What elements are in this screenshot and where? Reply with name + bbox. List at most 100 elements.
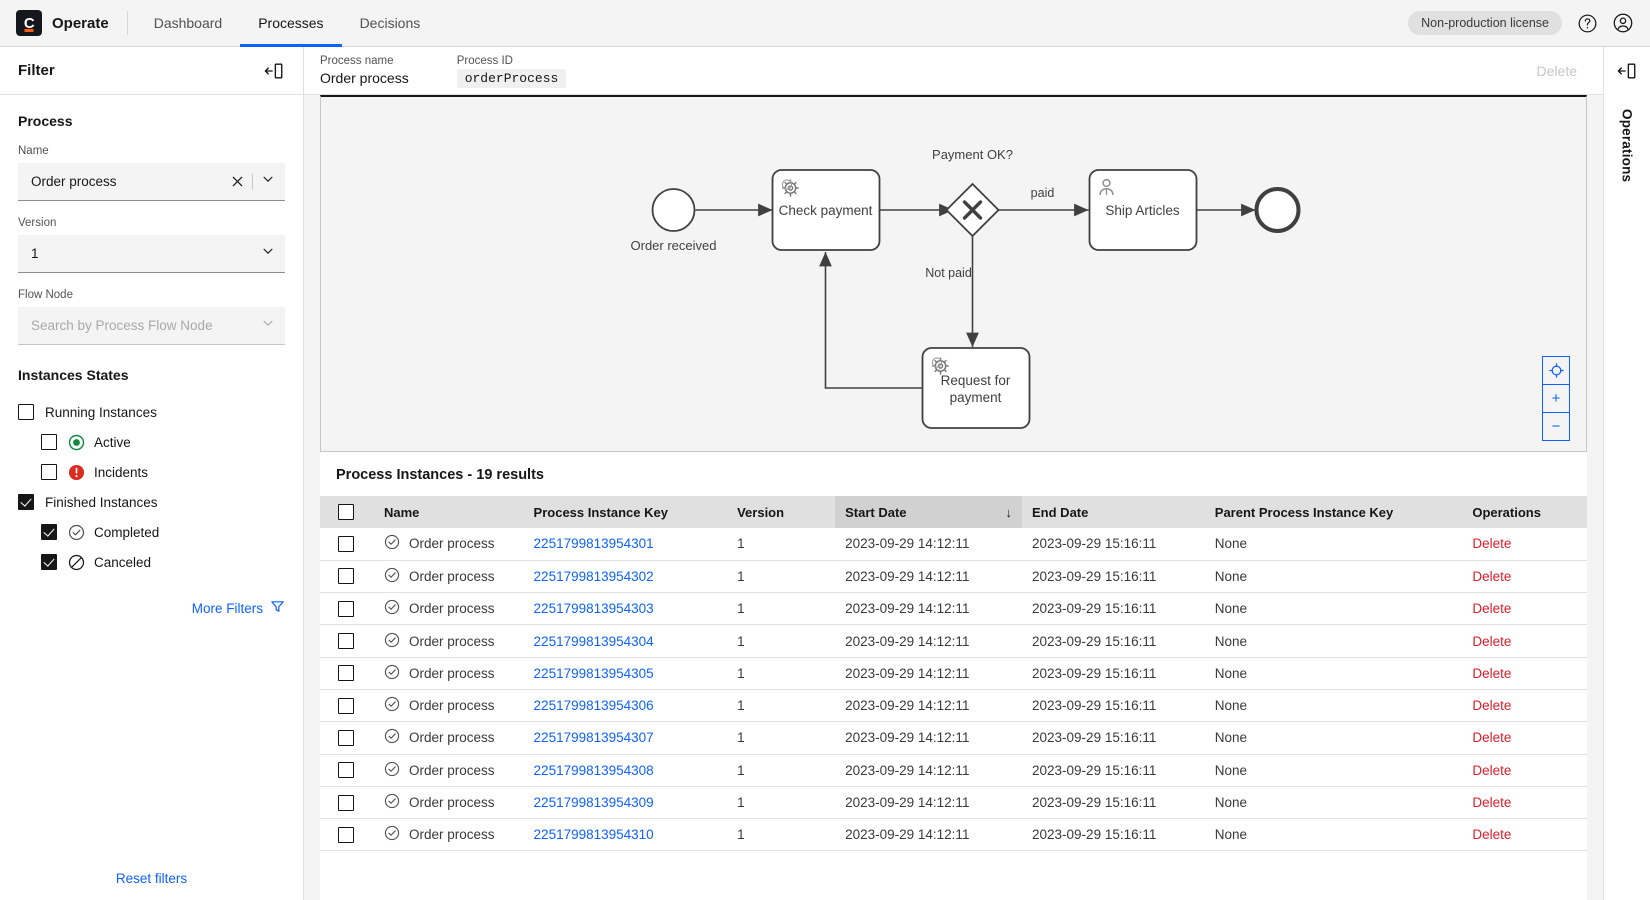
checkbox-incidents[interactable]	[41, 464, 57, 480]
header-start-date[interactable]: Start Date ↓	[835, 496, 1022, 528]
checkbox-row-select[interactable]	[338, 795, 354, 811]
checkbox-row-select[interactable]	[338, 762, 354, 778]
process-name-select[interactable]: Order process	[18, 163, 285, 201]
panel-collapse-icon[interactable]	[1616, 61, 1638, 81]
header-process-instance-key[interactable]: Process Instance Key	[524, 496, 728, 528]
table-row[interactable]: Order process225179981395430312023-09-29…	[320, 593, 1587, 625]
cell-operations[interactable]: Delete	[1462, 689, 1587, 721]
checkbox-row-select[interactable]	[338, 536, 354, 552]
cell-process-instance-key[interactable]: 2251799813954310	[524, 819, 728, 851]
row-select-cell[interactable]	[320, 625, 374, 657]
delete-instance-link[interactable]: Delete	[1472, 698, 1511, 713]
cell-process-instance-key[interactable]: 2251799813954305	[524, 657, 728, 689]
process-instance-key-link[interactable]: 2251799813954308	[534, 763, 654, 778]
cell-operations[interactable]: Delete	[1462, 819, 1587, 851]
header-parent-process-instance-key[interactable]: Parent Process Instance Key	[1205, 496, 1463, 528]
process-instance-key-link[interactable]: 2251799813954305	[534, 666, 654, 681]
row-select-cell[interactable]	[320, 560, 374, 592]
delete-instance-link[interactable]: Delete	[1472, 536, 1511, 551]
process-instance-key-link[interactable]: 2251799813954304	[534, 634, 654, 649]
chevron-down-icon[interactable]	[261, 244, 275, 263]
zoom-out-button[interactable]: −	[1542, 412, 1570, 441]
nav-item-decisions[interactable]: Decisions	[342, 0, 439, 47]
process-instance-key-link[interactable]: 2251799813954301	[534, 536, 654, 551]
checkbox-row-select[interactable]	[338, 827, 354, 843]
checkbox-running-instances[interactable]	[18, 404, 34, 420]
row-select-cell[interactable]	[320, 819, 374, 851]
cell-operations[interactable]: Delete	[1462, 560, 1587, 592]
delete-instance-link[interactable]: Delete	[1472, 827, 1511, 842]
cell-process-instance-key[interactable]: 2251799813954303	[524, 593, 728, 625]
table-row[interactable]: Order process225179981395430212023-09-29…	[320, 560, 1587, 592]
zoom-in-button[interactable]: +	[1542, 384, 1570, 413]
checkbox-canceled[interactable]	[41, 554, 57, 570]
brand[interactable]: C Operate	[16, 10, 127, 36]
cell-operations[interactable]: Delete	[1462, 593, 1587, 625]
table-row[interactable]: Order process225179981395430712023-09-29…	[320, 722, 1587, 754]
bpmn-task-request-for-payment[interactable]	[923, 348, 1030, 428]
help-icon[interactable]	[1576, 12, 1598, 34]
header-end-date[interactable]: End Date	[1022, 496, 1205, 528]
process-instance-key-link[interactable]: 2251799813954307	[534, 730, 654, 745]
checkbox-row-select[interactable]	[338, 665, 354, 681]
delete-instance-link[interactable]: Delete	[1472, 634, 1511, 649]
checkbox-row-select[interactable]	[338, 698, 354, 714]
cell-operations[interactable]: Delete	[1462, 754, 1587, 786]
bpmn-start-event[interactable]	[653, 189, 695, 231]
process-instance-key-link[interactable]: 2251799813954302	[534, 569, 654, 584]
checkbox-row-incidents[interactable]: Incidents	[18, 457, 285, 487]
bpmn-end-event[interactable]	[1257, 189, 1299, 231]
row-select-cell[interactable]	[320, 528, 374, 560]
row-select-cell[interactable]	[320, 593, 374, 625]
panel-collapse-icon[interactable]	[263, 61, 285, 81]
cell-process-instance-key[interactable]: 2251799813954302	[524, 560, 728, 592]
delete-instance-link[interactable]: Delete	[1472, 666, 1511, 681]
process-instance-key-link[interactable]: 2251799813954303	[534, 601, 654, 616]
more-filters-button[interactable]: More Filters	[18, 599, 285, 617]
table-row[interactable]: Order process225179981395430412023-09-29…	[320, 625, 1587, 657]
checkbox-finished-instances[interactable]	[18, 494, 34, 510]
nav-item-processes[interactable]: Processes	[240, 0, 341, 47]
checkbox-row-running-instances[interactable]: Running Instances	[18, 397, 285, 427]
clear-icon[interactable]	[231, 175, 244, 188]
checkbox-row-select[interactable]	[338, 730, 354, 746]
checkbox-row-select[interactable]	[338, 601, 354, 617]
checkbox-row-finished-instances[interactable]: Finished Instances	[18, 487, 285, 517]
process-instance-key-link[interactable]: 2251799813954309	[534, 795, 654, 810]
user-avatar-icon[interactable]	[1612, 12, 1634, 34]
cell-process-instance-key[interactable]: 2251799813954309	[524, 786, 728, 818]
cell-operations[interactable]: Delete	[1462, 528, 1587, 560]
reset-zoom-button[interactable]	[1542, 356, 1570, 385]
cell-process-instance-key[interactable]: 2251799813954304	[524, 625, 728, 657]
process-instance-key-link[interactable]: 2251799813954310	[534, 827, 654, 842]
row-select-cell[interactable]	[320, 786, 374, 818]
checkbox-row-active[interactable]: Active	[18, 427, 285, 457]
checkbox-row-select[interactable]	[338, 568, 354, 584]
row-select-cell[interactable]	[320, 689, 374, 721]
table-row[interactable]: Order process225179981395430512023-09-29…	[320, 657, 1587, 689]
header-name[interactable]: Name	[374, 496, 524, 528]
table-row[interactable]: Order process225179981395430112023-09-29…	[320, 528, 1587, 560]
cell-process-instance-key[interactable]: 2251799813954308	[524, 754, 728, 786]
header-select-all[interactable]	[320, 496, 374, 528]
table-row[interactable]: Order process225179981395431012023-09-29…	[320, 819, 1587, 851]
cell-process-instance-key[interactable]: 2251799813954306	[524, 689, 728, 721]
cell-process-instance-key[interactable]: 2251799813954307	[524, 722, 728, 754]
delete-instance-link[interactable]: Delete	[1472, 601, 1511, 616]
delete-instance-link[interactable]: Delete	[1472, 569, 1511, 584]
row-select-cell[interactable]	[320, 722, 374, 754]
row-select-cell[interactable]	[320, 754, 374, 786]
checkbox-row-canceled[interactable]: Canceled	[18, 547, 285, 577]
flow-node-select[interactable]: Search by Process Flow Node	[18, 307, 285, 345]
checkbox-row-completed[interactable]: Completed	[18, 517, 285, 547]
nav-item-dashboard[interactable]: Dashboard	[136, 0, 241, 47]
checkbox-completed[interactable]	[41, 524, 57, 540]
delete-process-button[interactable]: Delete	[1527, 63, 1587, 79]
process-version-select[interactable]: 1	[18, 235, 285, 273]
cell-operations[interactable]: Delete	[1462, 722, 1587, 754]
checkbox-active[interactable]	[41, 434, 57, 450]
cell-process-instance-key[interactable]: 2251799813954301	[524, 528, 728, 560]
table-row[interactable]: Order process225179981395430812023-09-29…	[320, 754, 1587, 786]
cell-operations[interactable]: Delete	[1462, 625, 1587, 657]
delete-instance-link[interactable]: Delete	[1472, 795, 1511, 810]
